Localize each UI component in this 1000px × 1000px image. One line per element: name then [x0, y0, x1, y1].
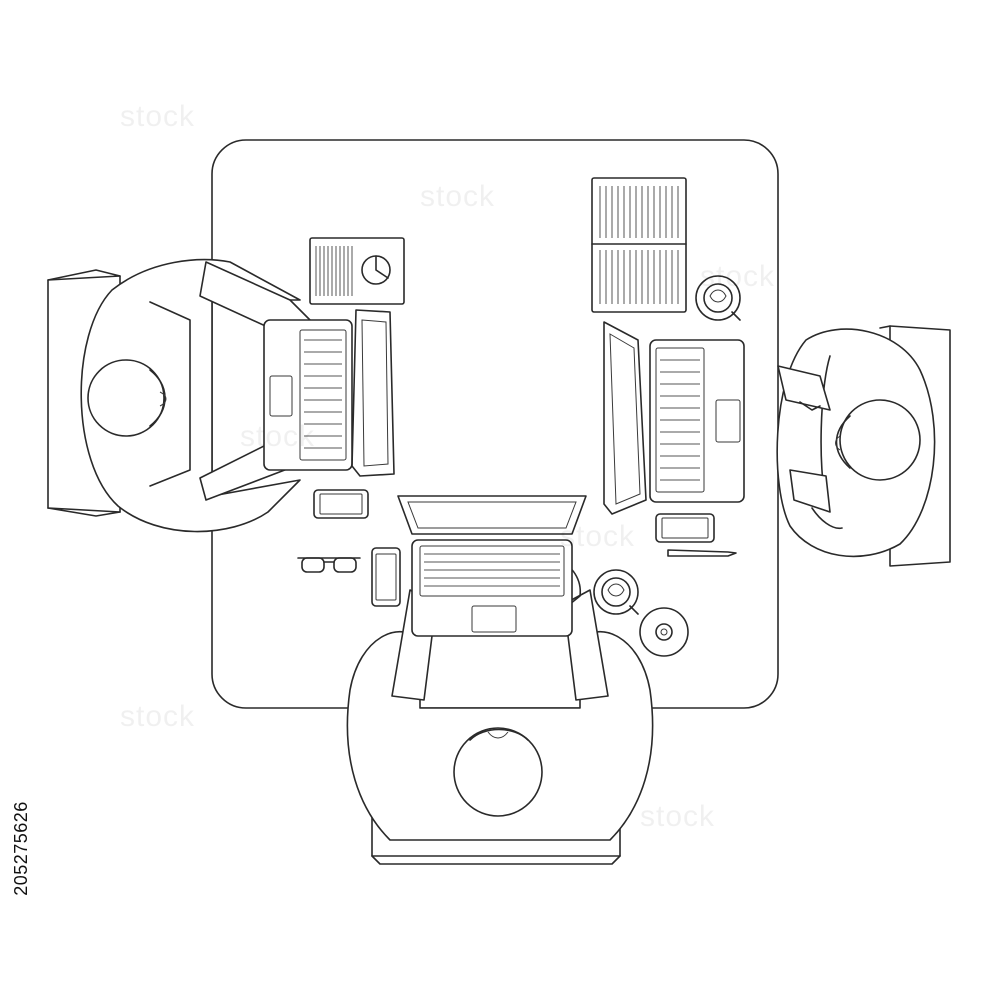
laptop-bottom	[397, 495, 587, 637]
pencil	[667, 549, 737, 557]
smartphone-left	[313, 489, 369, 519]
document-with-pie-chart	[309, 237, 405, 305]
smartphone-right	[655, 513, 715, 543]
open-notebook	[591, 177, 687, 313]
head-right	[839, 399, 921, 481]
person-right	[776, 325, 951, 567]
compact-disc	[639, 607, 689, 657]
smartphone-middle	[371, 547, 401, 607]
head-left	[87, 359, 165, 437]
laptop-right	[603, 321, 745, 515]
stock-id: 205275626	[8, 768, 34, 928]
coffee-cup-top	[695, 275, 741, 321]
laptop-left	[263, 309, 395, 477]
head-bottom	[453, 727, 543, 817]
person-bottom	[346, 561, 654, 865]
eyeglasses	[297, 557, 361, 573]
coffee-cup-bottom	[593, 569, 639, 615]
stock-id-text: 205275626	[10, 800, 31, 896]
